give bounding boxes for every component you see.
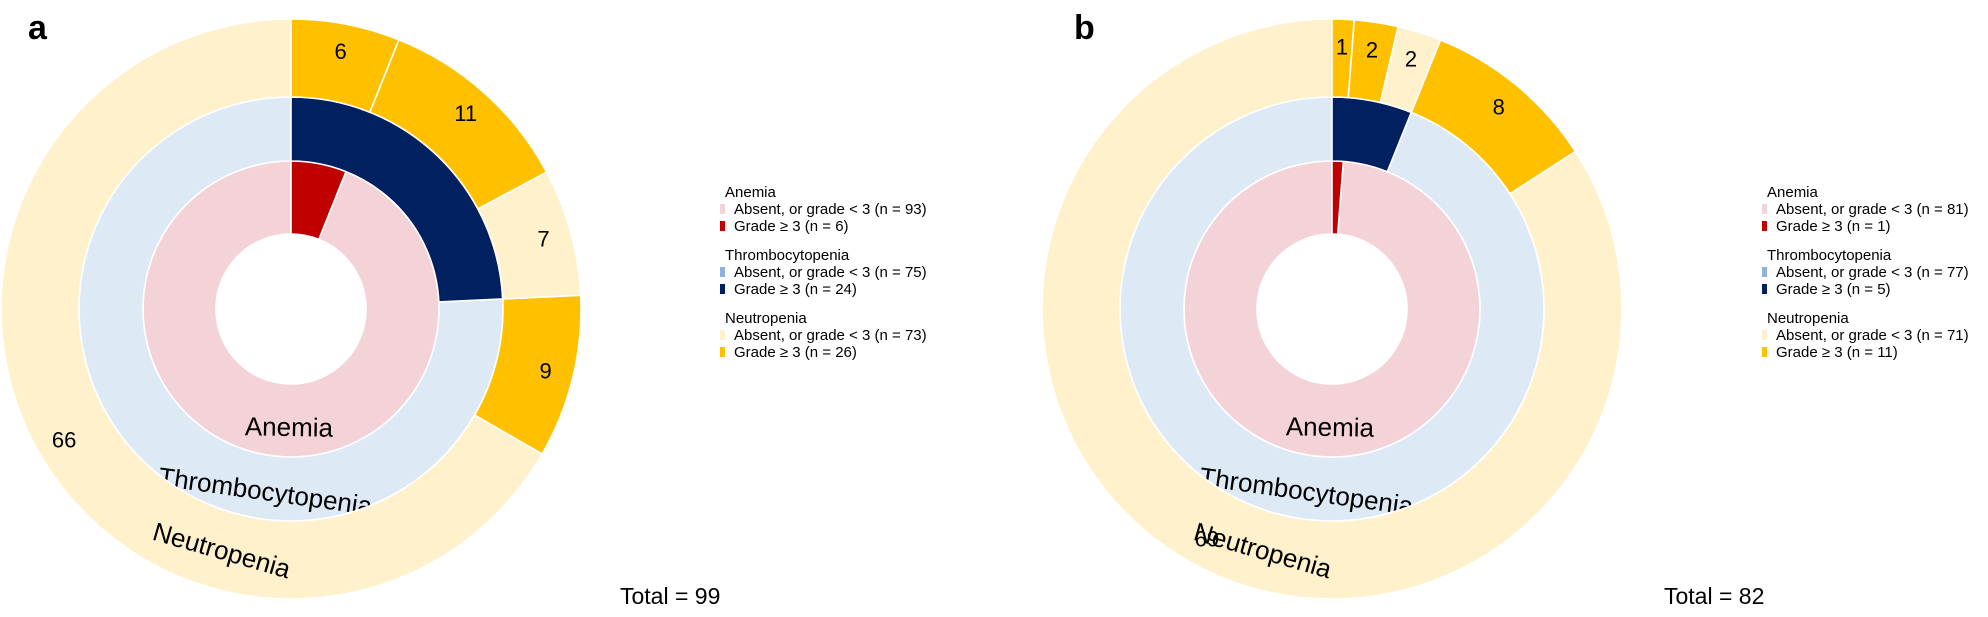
neutropenia-grade3-segment — [368, 38, 548, 210]
segment-value-label: 6 — [334, 39, 346, 64]
neutropenia-absent-segment — [476, 170, 582, 300]
neutropenia-absent-segment — [0, 18, 544, 600]
legend-swatch — [720, 204, 725, 214]
donut-chart-a: aAnemiaThrombocytopenia6697116Neutropeni… — [0, 9, 720, 609]
panel-label: b — [1074, 9, 1095, 47]
legend-swatch — [720, 330, 725, 340]
neutropenia-grade3-segment — [1331, 18, 1356, 99]
legend-swatch — [1762, 330, 1767, 340]
legend-swatch — [1762, 221, 1767, 231]
panel-label: a — [28, 9, 48, 47]
ring-title-anemia: Anemia — [1286, 411, 1375, 443]
ring-title-anemia: Anemia — [245, 411, 334, 443]
legend-group-title: Neutropenia — [725, 310, 807, 327]
legend-group-title: Thrombocytopenia — [1767, 247, 1892, 264]
segment-value-label: 2 — [1366, 38, 1378, 63]
segment-value-label: 9 — [539, 358, 551, 383]
legend-item: Absent, or grade < 3 (n = 73) — [734, 327, 927, 344]
legend-item: Absent, or grade < 3 (n = 71) — [1776, 327, 1969, 344]
legend-swatch — [1762, 204, 1767, 214]
legend-group-title: Anemia — [725, 184, 777, 201]
legend-swatch — [720, 221, 725, 231]
total-label: Total = 82 — [1664, 583, 1764, 609]
legend-item: Grade ≥ 3 (n = 5) — [1776, 281, 1891, 298]
segment-value-label: 11 — [454, 101, 477, 126]
segment-value-label: 69 — [1195, 527, 1219, 552]
neutropenia-grade3-segment — [1347, 18, 1400, 104]
legend-item: Absent, or grade < 3 (n = 77) — [1776, 264, 1969, 281]
donut-chart-b: bAnemiaThrombocytopenia698221Neutropenia… — [1041, 9, 1764, 609]
total-label: Total = 99 — [620, 583, 720, 609]
legend-group-title: Anemia — [1767, 184, 1819, 201]
legend-swatch — [720, 284, 725, 294]
legend-swatch — [1762, 267, 1767, 277]
legend-item: Grade ≥ 3 (n = 11) — [1776, 344, 1898, 361]
neutropenia-grade3-segment — [473, 294, 582, 456]
legend-item: Grade ≥ 3 (n = 26) — [734, 344, 857, 361]
legend-swatch — [1762, 284, 1767, 294]
legend-group-title: Thrombocytopenia — [725, 247, 850, 264]
legend-item: Grade ≥ 3 (n = 24) — [734, 281, 857, 298]
neutropenia-grade3-segment — [1410, 38, 1577, 195]
segment-value-label: 66 — [52, 428, 76, 453]
legend-item: Grade ≥ 3 (n = 1) — [1776, 218, 1891, 235]
segment-value-label: 2 — [1405, 47, 1417, 72]
legend-swatch — [720, 267, 725, 277]
segment-value-label: 1 — [1336, 35, 1348, 60]
legend-swatch — [1762, 347, 1767, 357]
legend-swatch — [720, 347, 725, 357]
neutropenia-absent-segment — [1379, 25, 1442, 114]
legend-item: Absent, or grade < 3 (n = 93) — [734, 201, 927, 218]
neutropenia-absent-segment — [1041, 18, 1623, 600]
legend-item: Absent, or grade < 3 (n = 75) — [734, 264, 927, 281]
segment-value-label: 8 — [1493, 94, 1505, 119]
legend-item: Grade ≥ 3 (n = 6) — [734, 218, 849, 235]
legend-item: Absent, or grade < 3 (n = 81) — [1776, 201, 1969, 218]
segment-value-label: 7 — [537, 227, 549, 252]
legend-group-title: Neutropenia — [1767, 310, 1849, 327]
neutropenia-grade3-segment — [290, 18, 400, 114]
